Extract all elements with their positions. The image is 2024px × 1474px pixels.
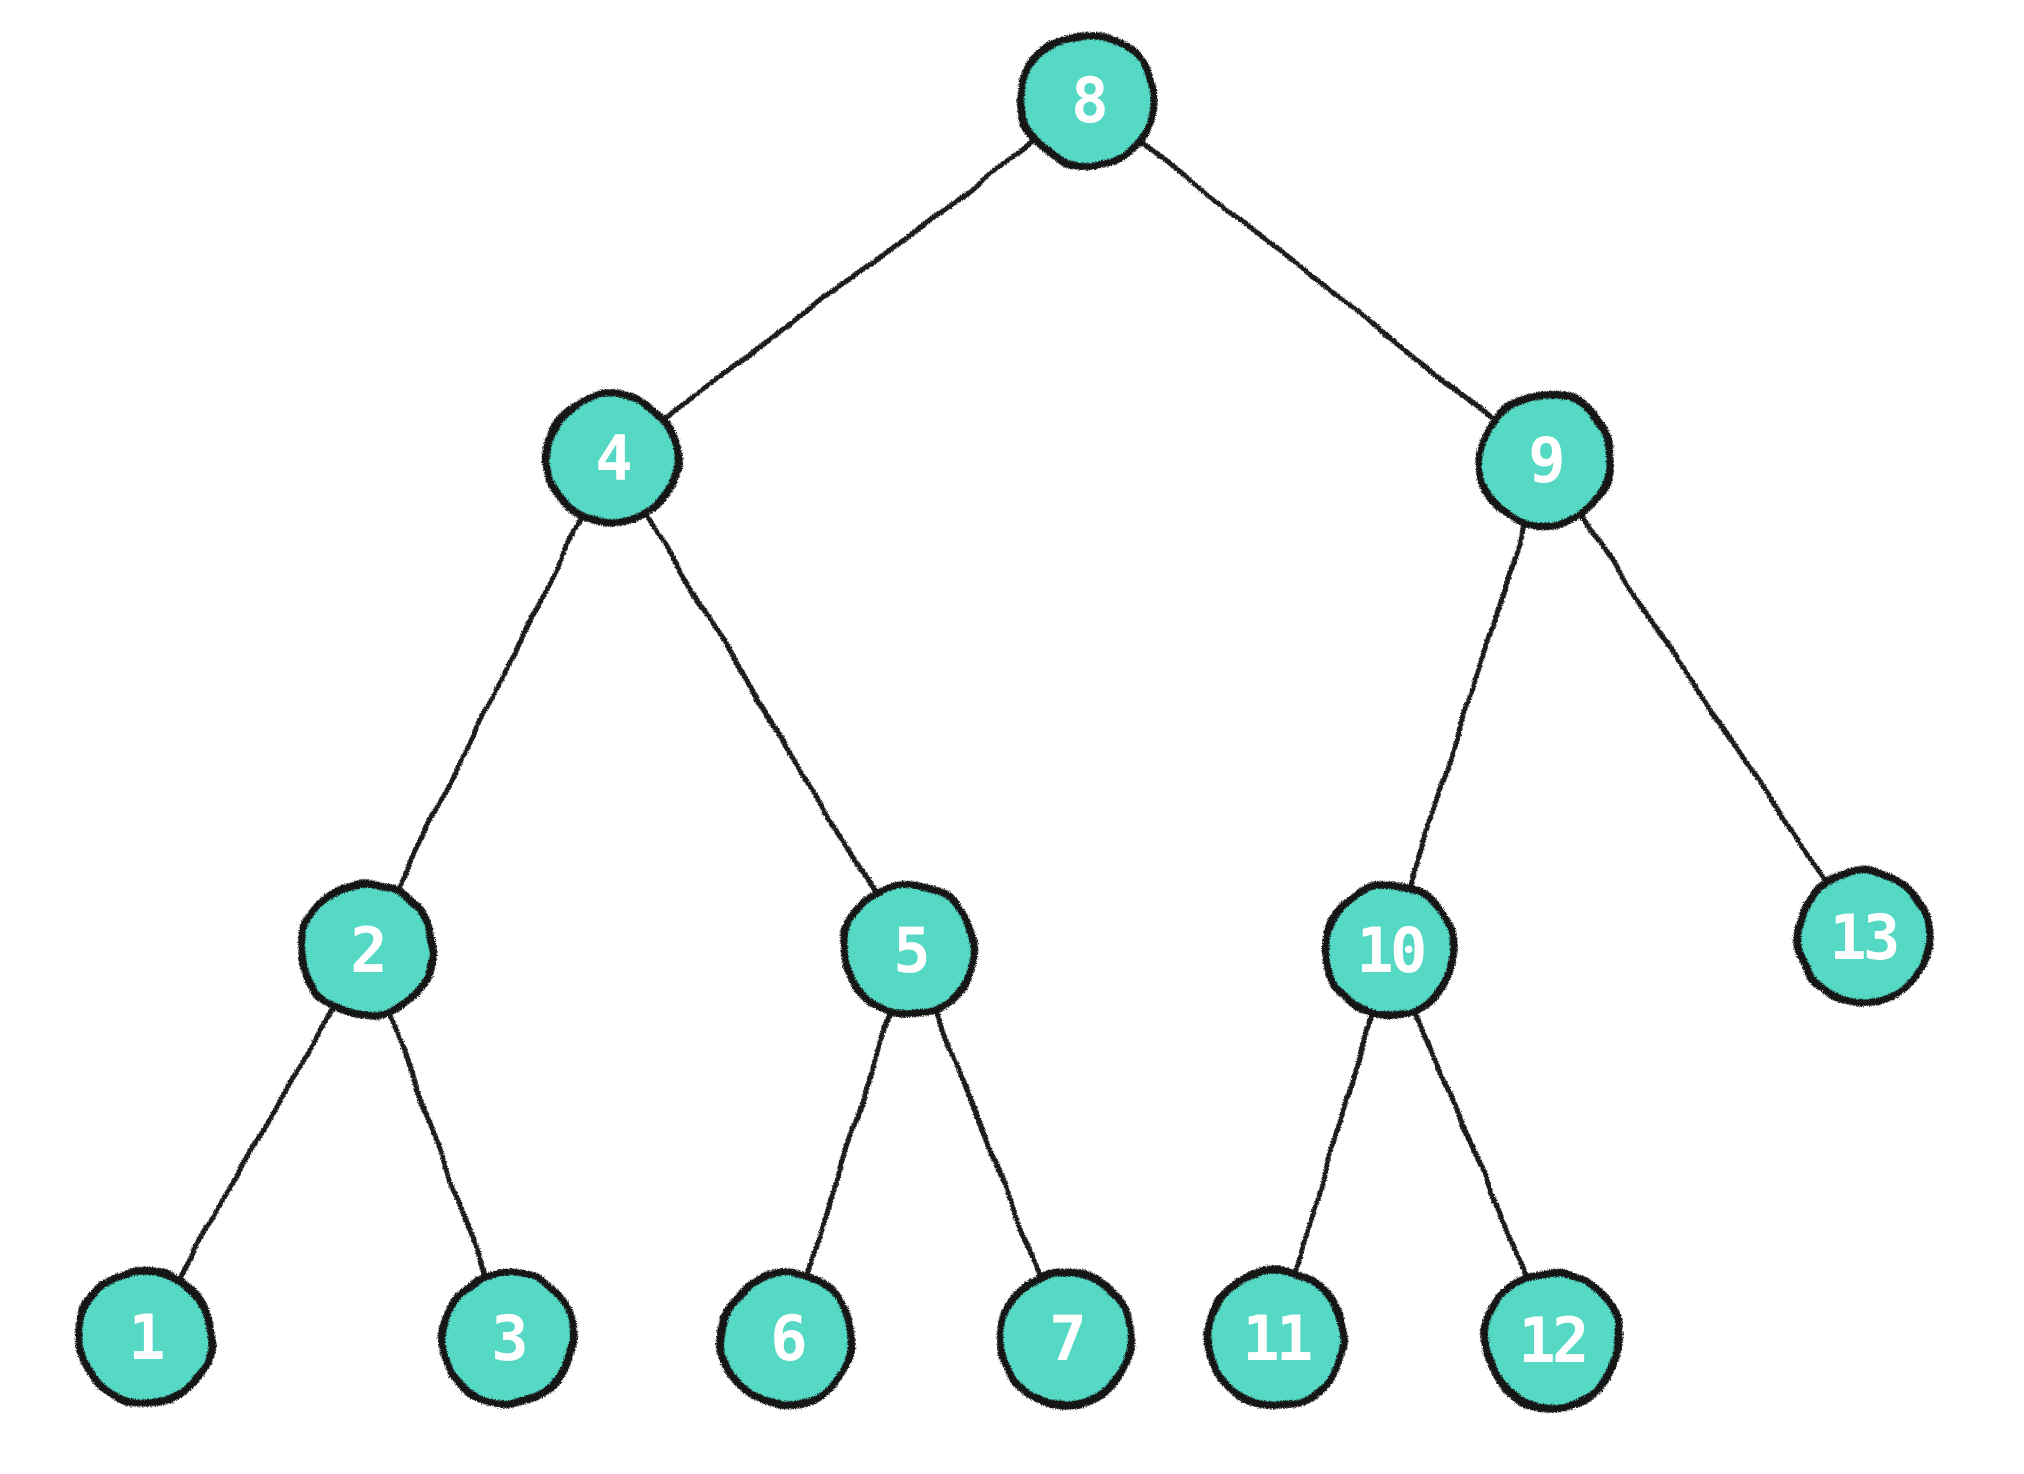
tree-node-label-13: 13	[1829, 901, 1897, 974]
tree-edge-4-5	[609, 455, 913, 953]
tree-edge-2-1	[142, 947, 370, 1340]
tree-edge-9-10	[1387, 457, 1548, 953]
tree-node-5	[840, 880, 980, 1020]
tree-node-label-12: 12	[1518, 1304, 1585, 1377]
tree-node-10	[1321, 881, 1459, 1019]
tree-node-label-2: 2	[350, 914, 384, 987]
tree-node-label-4: 4	[595, 422, 630, 495]
tree-node-label-5: 5	[893, 914, 927, 987]
tree-node-4	[543, 389, 681, 527]
tree-node-label-7: 7	[1049, 1302, 1083, 1375]
tree-node-label-9: 9	[1528, 424, 1562, 497]
tree-node-13	[1793, 867, 1933, 1007]
tree-node-label-11: 11	[1242, 1302, 1311, 1375]
tree-node-8	[1018, 30, 1158, 170]
edges-layer	[142, 97, 1866, 1343]
tree-edge-9-13	[1542, 457, 1866, 940]
tree-node-12	[1481, 1269, 1623, 1411]
tree-edge-8-9	[1085, 97, 1548, 463]
tree-edge-4-2	[364, 455, 615, 953]
tree-node-label-6: 6	[770, 1302, 804, 1375]
tree-node-9	[1475, 390, 1615, 530]
tree-node-11	[1204, 1266, 1348, 1410]
tree-node-label-10: 10	[1356, 914, 1424, 987]
tree-node-6	[717, 1268, 857, 1408]
tree-node-3	[438, 1268, 578, 1408]
tree-node-2	[297, 880, 437, 1020]
nodes-layer	[75, 30, 1933, 1411]
tree-node-label-3: 3	[491, 1302, 525, 1375]
tree-node-7	[996, 1268, 1136, 1408]
tree-node-1	[75, 1267, 215, 1407]
tree-edge-8-4	[609, 97, 1091, 461]
tree-node-label-1: 1	[128, 1301, 163, 1374]
tree-node-label-8: 8	[1071, 64, 1105, 137]
